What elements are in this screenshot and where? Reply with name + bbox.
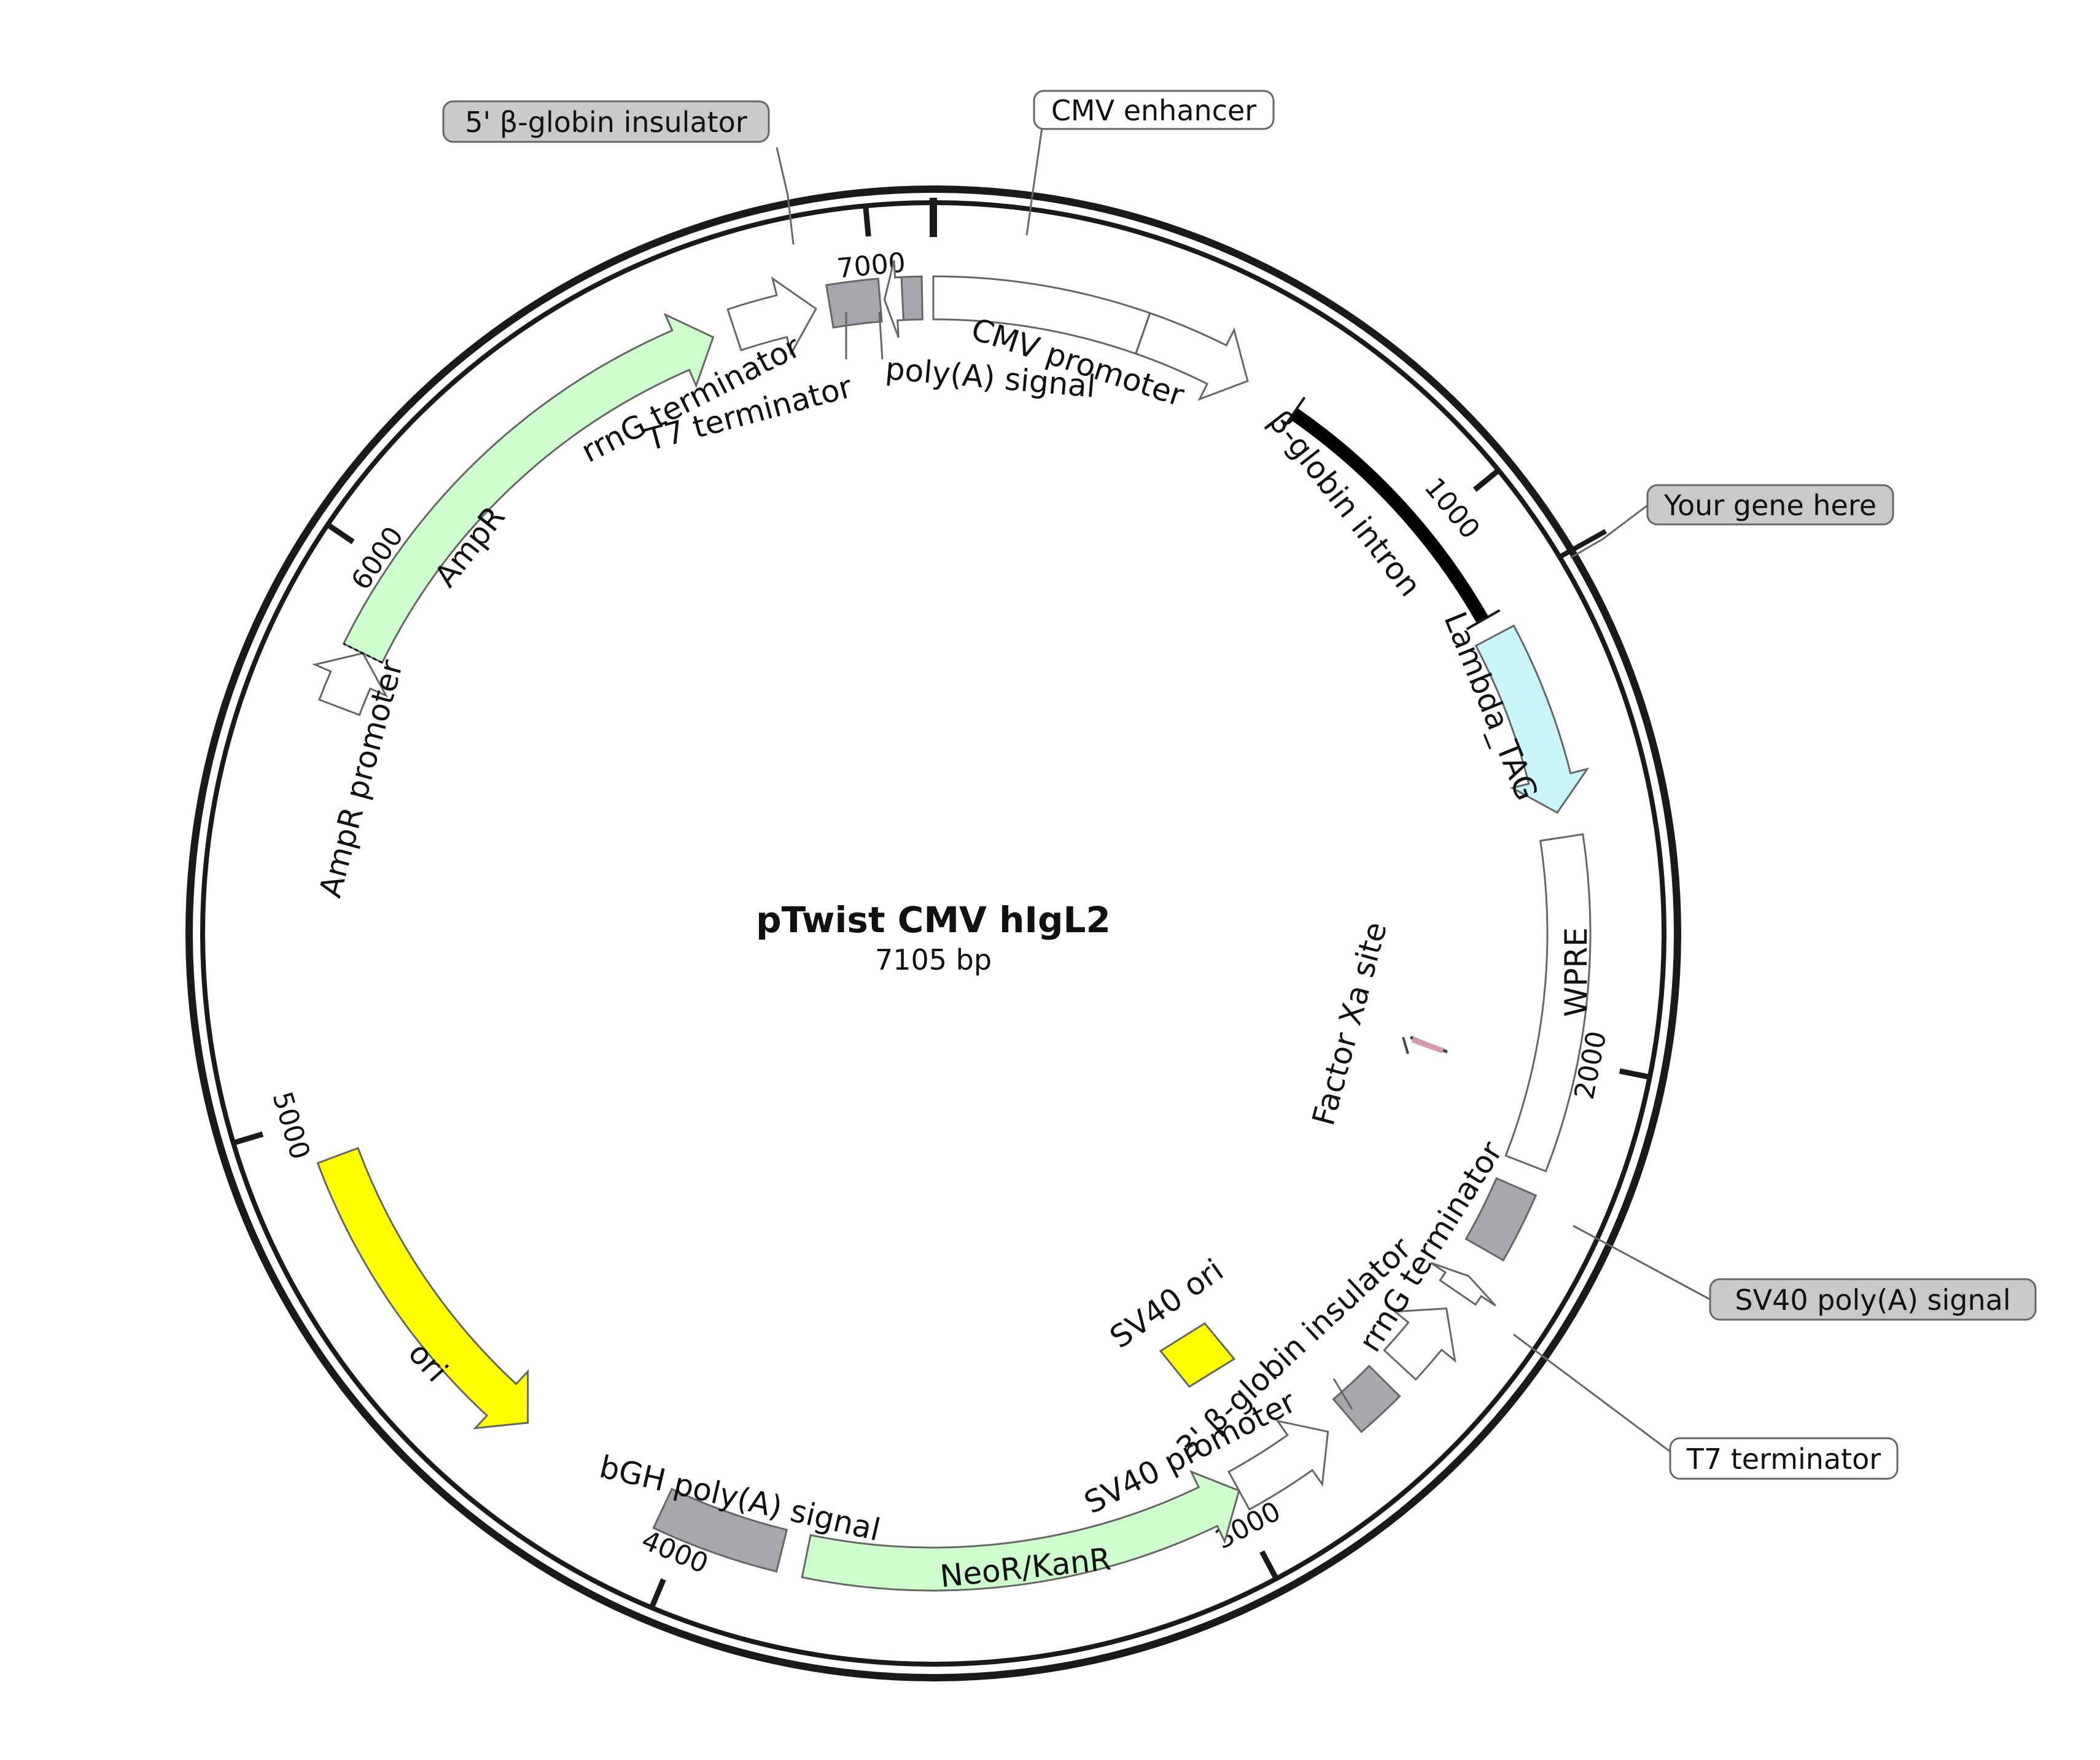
tick-label-5000: 5000 <box>266 1088 316 1163</box>
tick-7000 <box>863 205 871 237</box>
leader-cmv-enhancer <box>1025 127 1043 236</box>
feature-cmv-promoter[interactable] <box>1134 311 1249 401</box>
feature-lambda-tag[interactable] <box>1474 624 1590 814</box>
callout-five-globin-label: 5' β-globin insulator <box>465 106 747 139</box>
sv40-ori-box[interactable] <box>1159 1322 1236 1388</box>
tick-4000 <box>649 1578 666 1609</box>
leader-polya-top <box>878 311 884 360</box>
leader-three-globin <box>1332 1378 1353 1410</box>
plasmid-title-block: pTwist CMV hIgL2 7105 bp <box>756 899 1111 976</box>
tick-2000 <box>1619 1068 1651 1080</box>
feature-five-globin[interactable] <box>825 278 883 329</box>
ampr-boundary-dotted <box>343 642 383 664</box>
factor-xa-mark[interactable] <box>1402 1035 1448 1054</box>
callout-sv40-polya-label: SV40 poly(A) signal <box>1735 1283 2010 1317</box>
feature-wpre[interactable] <box>1504 833 1592 1173</box>
feature-t7-term-right[interactable] <box>1430 1262 1496 1307</box>
label-wpre: WPRE <box>1558 927 1594 1017</box>
feature-arcs <box>312 260 1592 1592</box>
feature-polya-top[interactable] <box>900 275 924 321</box>
tick-6000 <box>326 522 355 545</box>
tick-3000 <box>1259 1550 1279 1580</box>
feature-ampr-promoter[interactable] <box>312 652 389 717</box>
label-factor-xa: Factor Xa site <box>1305 918 1394 1129</box>
plasmid-name: pTwist CMV hIgL2 <box>756 899 1111 941</box>
tick-1000 <box>1472 468 1501 492</box>
feature-three-globin[interactable] <box>1332 1365 1401 1433</box>
your-gene-site-tick <box>1557 529 1607 560</box>
feature-sv40-polya[interactable] <box>1464 1177 1538 1262</box>
callout-sv40-polya[interactable]: SV40 poly(A) signal <box>1709 1278 2037 1321</box>
callout-cmv-enhancer[interactable]: CMV enhancer <box>1033 90 1275 130</box>
leader-t7-term <box>1513 1333 1680 1460</box>
feature-beta-globin-intron[interactable] <box>1289 408 1489 624</box>
callout-cmv-enhancer-label: CMV enhancer <box>1051 94 1256 127</box>
inner-features <box>1159 1035 1448 1388</box>
leader-your-gene <box>1570 504 1648 559</box>
feature-rrng-term-left[interactable] <box>726 276 817 357</box>
callout-five-globin[interactable]: 5' β-globin insulator <box>442 100 770 143</box>
callout-your-gene[interactable]: Your gene here <box>1646 484 1894 526</box>
feature-ampr[interactable] <box>342 313 715 664</box>
feature-bgh[interactable] <box>652 1487 788 1573</box>
callout-t7-term[interactable]: T7 terminator <box>1669 1437 1899 1480</box>
leader-five-globin <box>776 147 795 245</box>
backbone-outer-ring <box>185 185 1681 1681</box>
leader-sv40-polya <box>1573 1225 1711 1301</box>
cmv-boundary-line <box>1135 313 1151 354</box>
feature-beta-globin-intron-cap-0 <box>1281 396 1306 430</box>
feature-beta-globin-intron-cap-1 <box>1466 609 1501 631</box>
feature-sv40-promoter[interactable] <box>1227 1419 1329 1511</box>
plasmid-length: 7105 bp <box>875 943 992 976</box>
callout-t7-term-label: T7 terminator <box>1686 1443 1881 1476</box>
feature-ori[interactable] <box>316 1147 529 1430</box>
tick-5000 <box>232 1131 264 1146</box>
feature-neo[interactable] <box>801 1470 1240 1592</box>
callout-leaders <box>776 127 1711 1460</box>
feature-rrng-term-right[interactable] <box>1383 1307 1456 1381</box>
backbone <box>185 185 1681 1681</box>
callout-your-gene-label: Your gene here <box>1663 489 1876 522</box>
